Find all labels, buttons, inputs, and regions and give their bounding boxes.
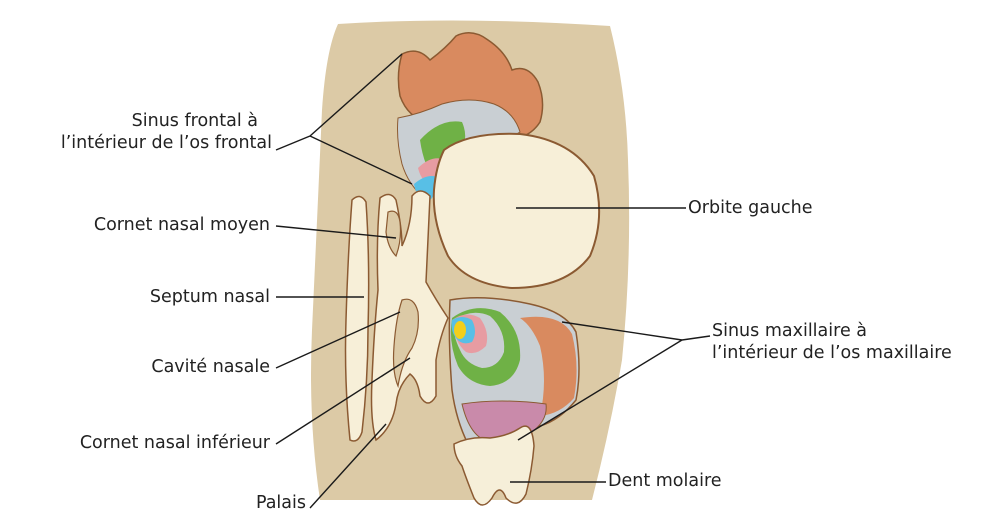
label-molar: Dent molaire xyxy=(608,470,722,492)
label-palate: Palais xyxy=(0,492,306,514)
label-frontal-line1: Sinus frontal à xyxy=(0,110,272,132)
label-maxillary-line1: Sinus maxillaire à xyxy=(712,320,952,342)
label-inferior-turbinate: Cornet nasal inférieur xyxy=(0,432,270,454)
label-frontal-line2: l’intérieur de l’os frontal xyxy=(0,132,272,154)
label-nasal-cavity: Cavité nasale xyxy=(0,356,270,378)
label-maxillary-line2: l’intérieur de l’os maxillaire xyxy=(712,342,952,364)
label-middle-turbinate: Cornet nasal moyen xyxy=(0,214,270,236)
leader-maxillary-b xyxy=(682,336,710,340)
maxillary-sinus-yellow xyxy=(454,321,466,339)
label-septum: Septum nasal xyxy=(0,286,270,308)
label-frontal-sinus: Sinus frontal à l’intérieur de l’os fron… xyxy=(0,110,272,154)
orbit-shape xyxy=(434,134,599,288)
label-maxillary-sinus: Sinus maxillaire à l’intérieur de l’os m… xyxy=(712,320,952,364)
label-orbit: Orbite gauche xyxy=(688,197,813,219)
leader-frontal-a xyxy=(276,136,310,150)
